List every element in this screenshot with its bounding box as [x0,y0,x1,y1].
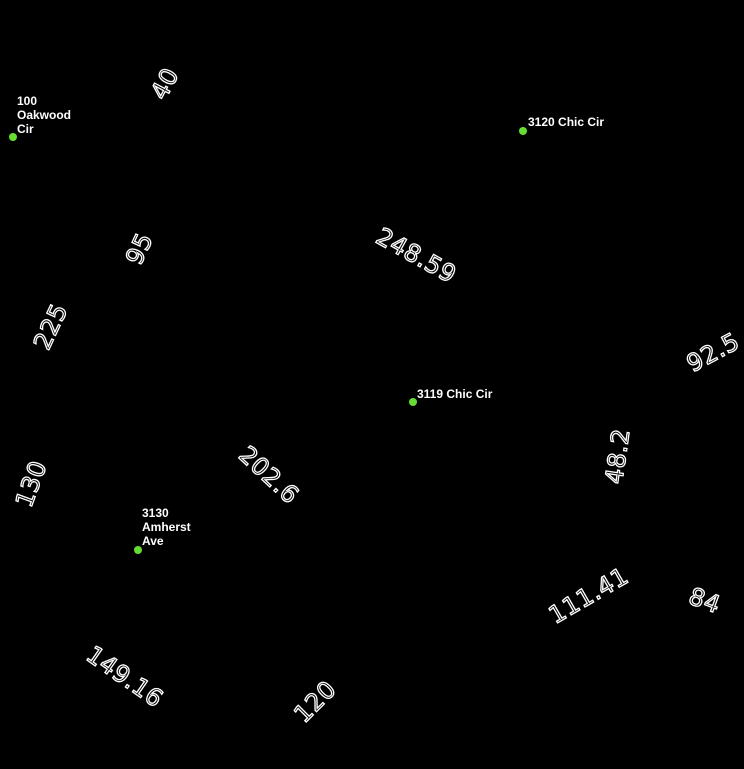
parcel-point[interactable] [409,398,417,406]
dimension-label: 248.59 [371,222,462,290]
dimension-label: 40 [145,63,186,105]
dimension-label: 120 [288,674,343,729]
address-label: 3130 Amherst Ave [142,506,191,548]
dimension-label: 202.6 [233,440,305,510]
dimension-label: 48.2 [599,426,636,486]
dimension-label: 95 [120,228,160,270]
dimension-label: 225 [28,299,75,355]
address-label: 100 Oakwood Cir [17,94,72,136]
parcel-point[interactable] [519,127,527,135]
parcel-point[interactable] [134,546,142,554]
address-label: 3120 Chic Cir [528,115,605,129]
address-label: 3119 Chic Cir [417,387,493,401]
dimension-label: 149.16 [80,640,169,714]
parcel-point[interactable] [9,133,17,141]
dimension-label: 92.5 [681,327,744,379]
dimension-label: 84 [684,581,725,620]
dimension-label: 111.41 [543,561,634,630]
dimension-label: 130 [9,456,53,511]
